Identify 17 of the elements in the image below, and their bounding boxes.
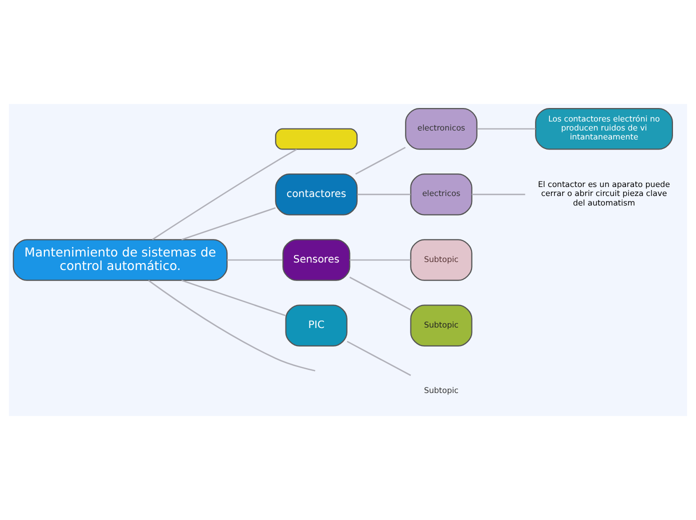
connector <box>181 280 286 316</box>
node-box: Sensores <box>282 239 350 281</box>
node-box <box>275 128 358 150</box>
connector <box>227 259 283 261</box>
node-box: contactores <box>275 174 358 216</box>
connector <box>152 148 297 240</box>
node-box: Mantenimiento de sistemas de control automático. <box>12 239 228 281</box>
connector <box>181 207 276 240</box>
connector <box>477 128 536 130</box>
connector <box>346 340 412 376</box>
connector <box>357 194 411 196</box>
node-box: PIC <box>285 304 348 346</box>
connector <box>472 194 526 196</box>
connector <box>148 280 316 372</box>
connector <box>350 259 411 261</box>
connector <box>349 276 411 310</box>
connector <box>355 146 406 175</box>
